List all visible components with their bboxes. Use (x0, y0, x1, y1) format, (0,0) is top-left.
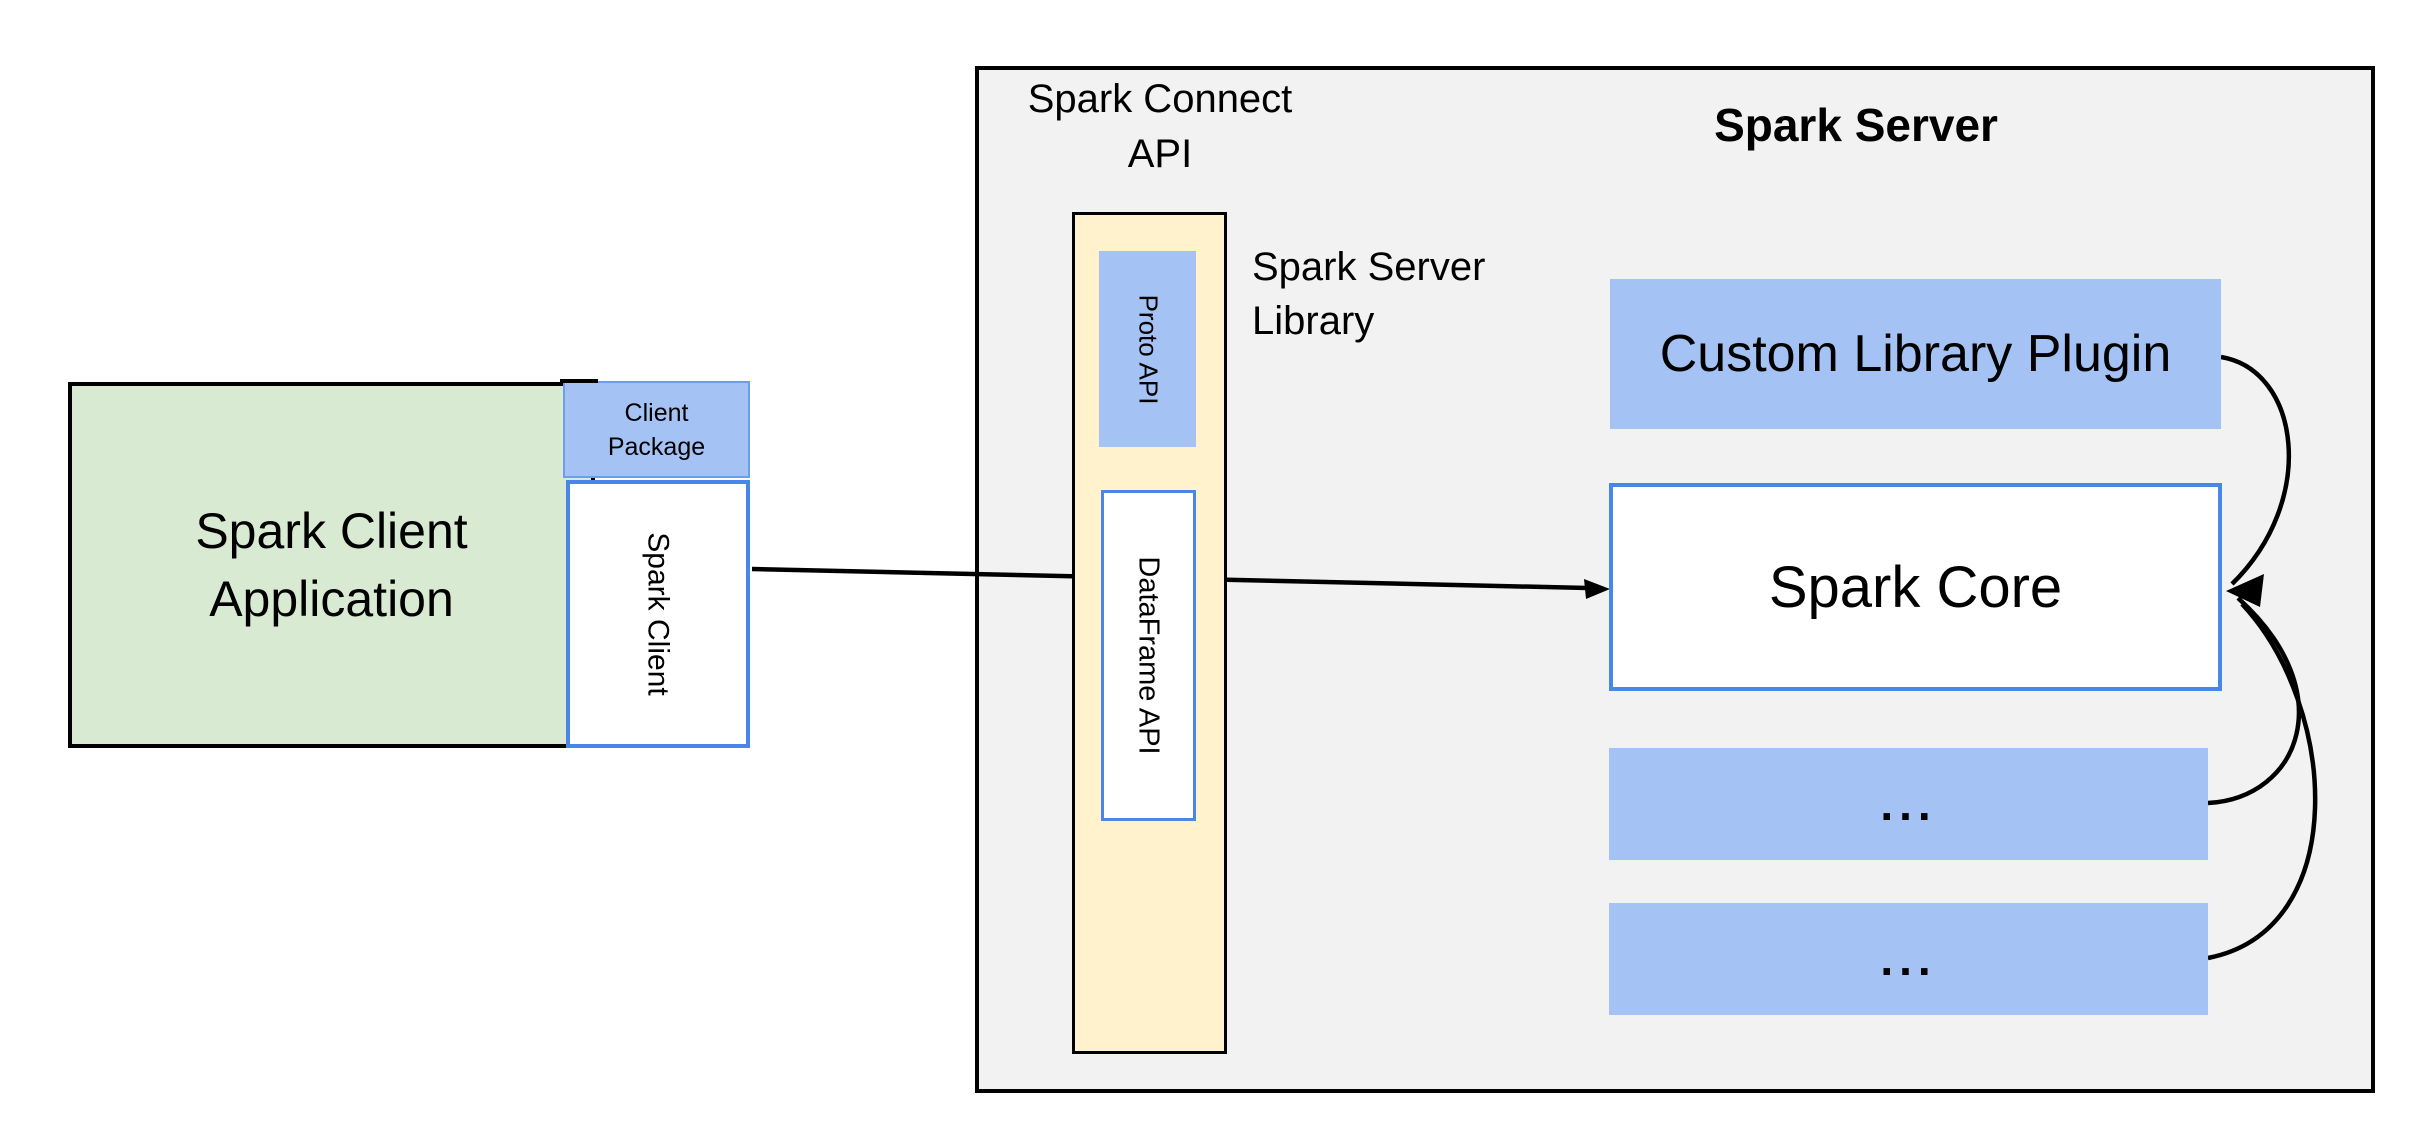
curves-to-core-arrowhead (2226, 574, 2264, 607)
spark-client-application-box: Spark Client Application (68, 382, 595, 748)
plugin-placeholder-box-1: ... (1609, 748, 2208, 860)
client-package-label: Client Package (607, 398, 706, 461)
custom-library-plugin-label: Custom Library Plugin (1659, 325, 2172, 383)
plugin-placeholder-box-2: ... (1609, 903, 2208, 1015)
spark-client-label: Spark Client (642, 532, 675, 696)
plugin-placeholder-label-1: ... (1880, 778, 1937, 830)
spark-server-title: Spark Server (1714, 99, 1998, 151)
dataframe-api-box: DataFrame API (1101, 490, 1196, 821)
spark-core-box: Spark Core (1609, 483, 2222, 691)
proto-api-label: Proto API (1133, 294, 1163, 404)
spark-core-label: Spark Core (1768, 554, 2063, 620)
spark-client-box: Spark Client (566, 480, 750, 748)
plugin-placeholder-label-2: ... (1880, 933, 1937, 985)
green-box-border-notch (560, 379, 598, 383)
spark-client-application-label: Spark Client Application (195, 503, 468, 627)
placeholder1-to-core-curve (2207, 596, 2302, 806)
custom-library-plugin-box: Custom Library Plugin (1610, 279, 2221, 429)
placeholder2-to-core-curve (2207, 602, 2318, 961)
spark-connect-api-label: Spark Connect API (1027, 77, 1293, 176)
client-package-box: Client Package (563, 381, 750, 478)
client-to-core-arrowhead (1584, 579, 1610, 599)
dataframe-api-label: DataFrame API (1133, 556, 1165, 755)
proto-api-box: Proto API (1099, 251, 1196, 447)
plugin-to-core-curve (2220, 354, 2292, 586)
spark-server-library-label: Spark Server Library (1252, 245, 1486, 343)
